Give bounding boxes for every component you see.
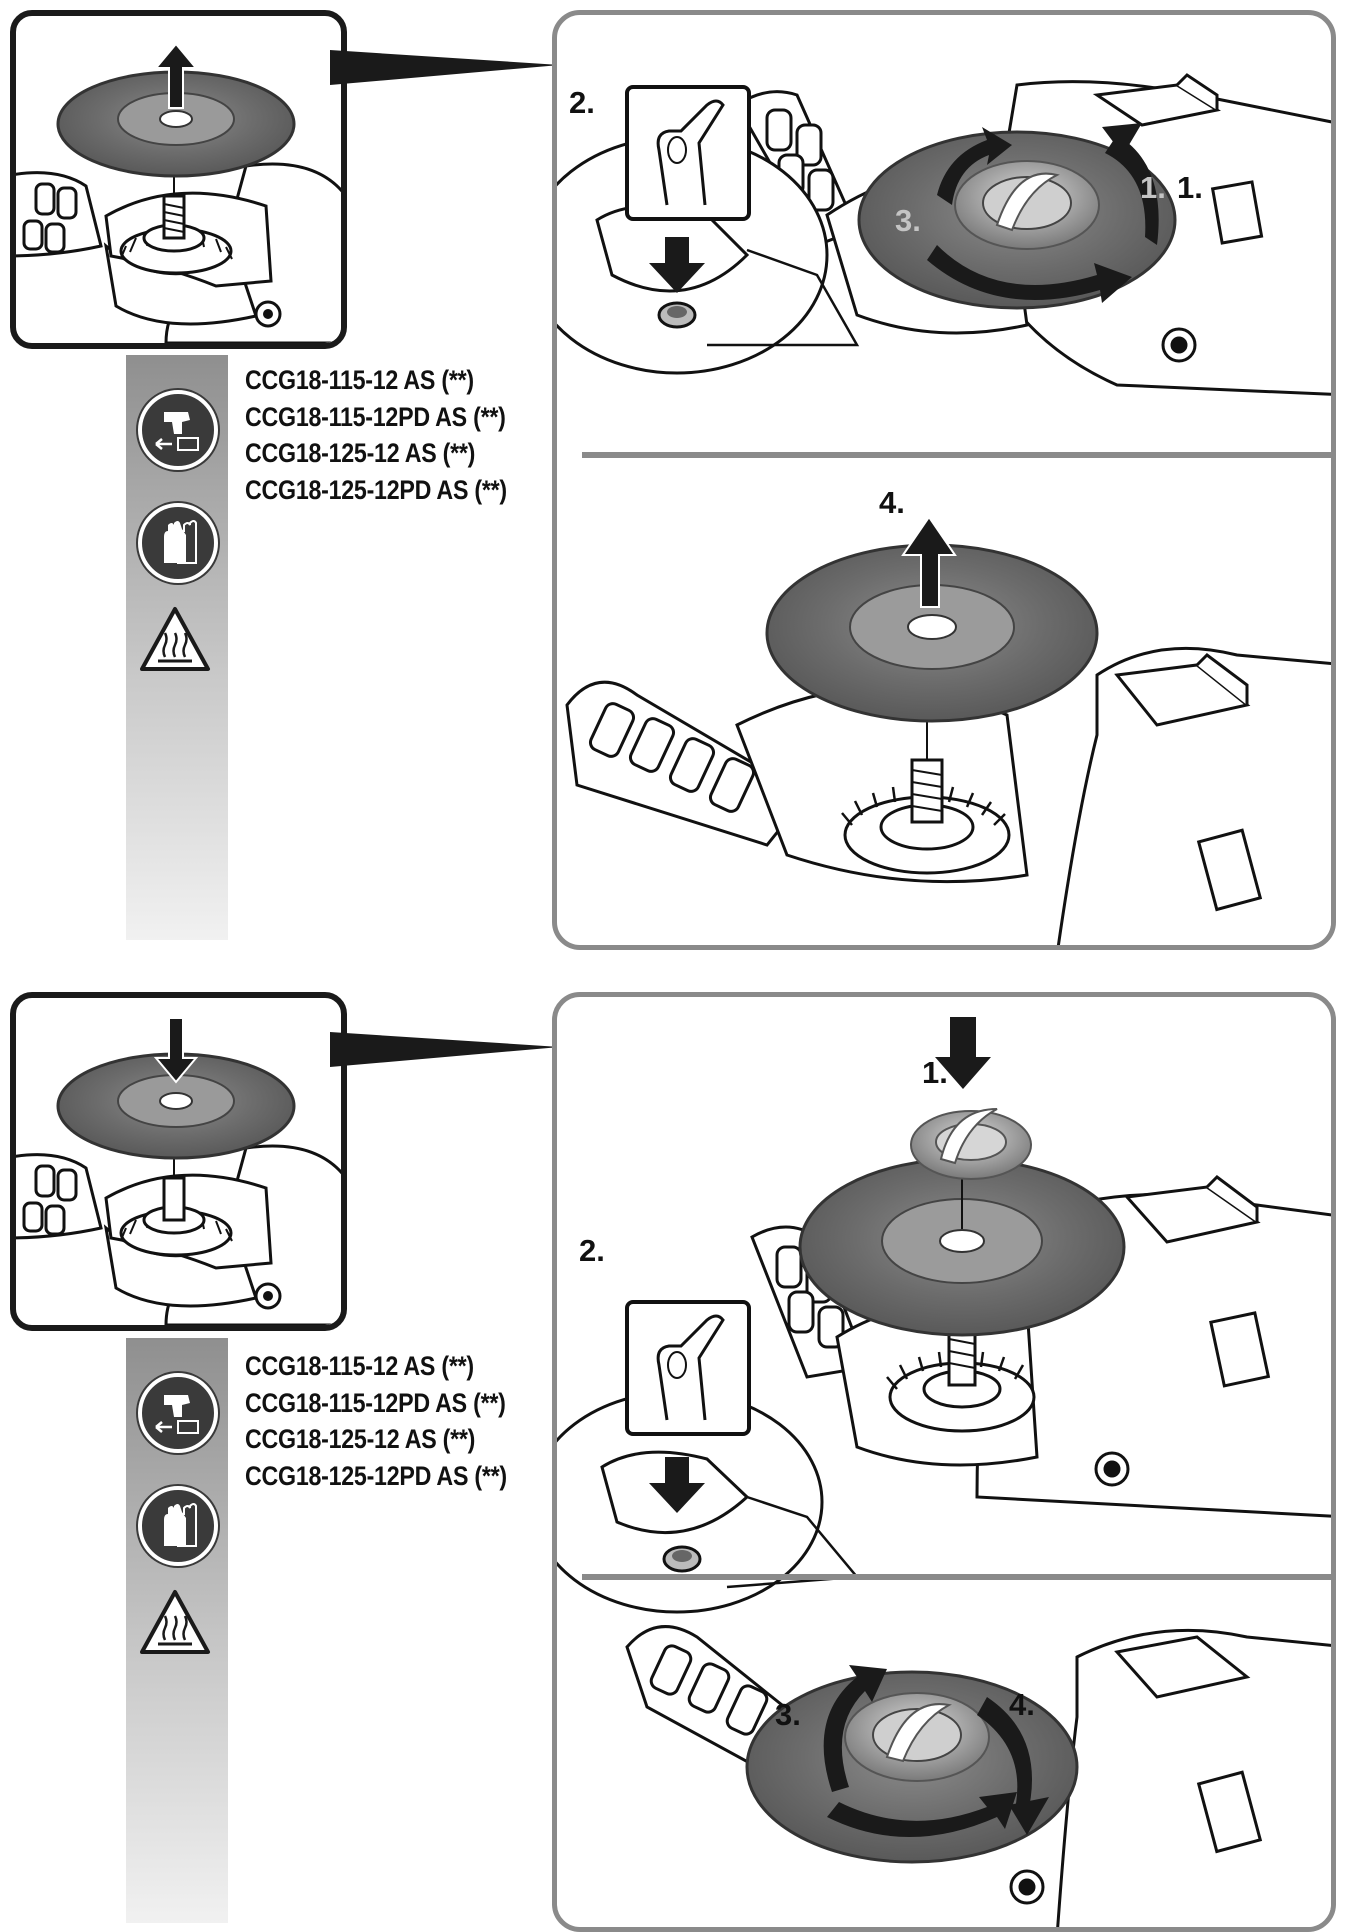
step-label-rotate: 1. bbox=[1177, 170, 1203, 205]
model-item: CCG18-125-12PD AS (**) bbox=[245, 474, 507, 505]
thumbnail-illustration bbox=[16, 42, 341, 343]
sidebar-bottom bbox=[126, 1338, 228, 1923]
gloves-icon bbox=[138, 1486, 218, 1566]
step-label-rotate-ccw: 3. bbox=[775, 1697, 801, 1732]
instruction-panel-top: 2. 1. 1. 3. 4. bbox=[552, 10, 1336, 950]
remove-battery-icon bbox=[138, 1373, 218, 1453]
step-label-rotate-ccw: 3. bbox=[895, 203, 921, 238]
model-list-bottom: CCG18-115-12 AS (**) CCG18-115-12PD AS (… bbox=[245, 1348, 507, 1494]
gloves-icon bbox=[138, 503, 218, 583]
step-label-rotate-ghost: 1. bbox=[1140, 170, 1166, 205]
model-item: CCG18-115-12 AS (**) bbox=[245, 365, 474, 395]
panel-illustration-top bbox=[557, 73, 1331, 945]
panel-illustration-bottom bbox=[557, 1017, 1331, 1927]
step-label-place-nut: 1. bbox=[922, 1055, 948, 1090]
sidebar-top bbox=[126, 355, 228, 940]
step-label-lift-disc: 4. bbox=[879, 485, 905, 520]
remove-battery-icon bbox=[138, 390, 218, 470]
callout-wedge-bottom bbox=[330, 1032, 560, 1067]
model-list-top: CCG18-115-12 AS (**) CCG18-115-12PD AS (… bbox=[245, 362, 507, 508]
model-item: CCG18-125-12 AS (**) bbox=[245, 1424, 476, 1454]
model-item: CCG18-115-12PD AS (**) bbox=[245, 1387, 506, 1418]
model-item: CCG18-125-12PD AS (**) bbox=[245, 1460, 507, 1491]
hot-surface-warning-icon bbox=[138, 1588, 212, 1656]
thumbnail-illustration bbox=[16, 1017, 341, 1325]
callout-wedge-top bbox=[330, 50, 560, 85]
model-item: CCG18-115-12 AS (**) bbox=[245, 1351, 474, 1381]
model-item: CCG18-125-12 AS (**) bbox=[245, 438, 476, 468]
model-item: CCG18-115-12PD AS (**) bbox=[245, 401, 506, 432]
step-label-rotate-cw: 4. bbox=[1009, 1687, 1035, 1722]
thumbnail-remove-disc bbox=[10, 10, 347, 349]
step-label-press-button: 2. bbox=[579, 1233, 605, 1268]
instruction-panel-bottom: 1. 2. 3. 4. bbox=[552, 992, 1336, 1932]
step-label-press-button: 2. bbox=[569, 85, 595, 120]
hot-surface-warning-icon bbox=[138, 605, 212, 673]
thumbnail-mount-disc bbox=[10, 992, 347, 1331]
